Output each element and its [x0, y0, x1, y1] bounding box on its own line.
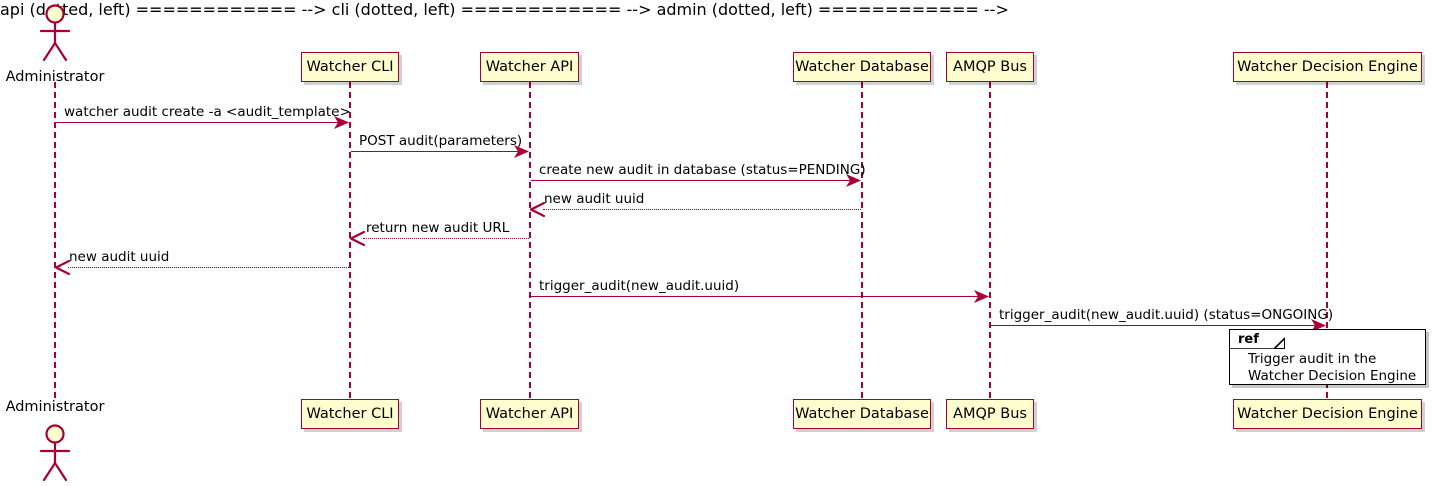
ref-fragment-tab	[1230, 330, 1285, 349]
arrowhead-3	[846, 173, 862, 192]
message-arrow-2	[351, 151, 521, 152]
lifeline-cli	[349, 82, 351, 398]
lifeline-amqp	[989, 82, 991, 398]
arrowhead-8	[1311, 318, 1327, 337]
message-arrow-7	[531, 296, 981, 297]
participant-amqp-bus-bottom[interactable]: AMQP Bus	[946, 399, 1034, 429]
ref-fragment-tab-label: ref	[1238, 332, 1259, 347]
participant-watcher-decision-engine-bottom[interactable]: Watcher Decision Engine	[1233, 399, 1422, 429]
message-label-7: trigger_audit(new_audit.uuid)	[539, 278, 740, 294]
arrowhead-5	[349, 230, 366, 250]
message-arrow-3	[531, 180, 853, 181]
participant-amqp-bus-top[interactable]: AMQP Bus	[946, 52, 1034, 82]
participant-label: Watcher API	[485, 406, 574, 422]
participant-label: AMQP Bus	[953, 406, 1027, 422]
arrowhead-1	[334, 115, 350, 134]
participant-watcher-database-top[interactable]: Watcher Database	[793, 52, 931, 82]
actor-administrator-top-label: Administrator	[5, 69, 105, 85]
lifeline-api	[529, 82, 531, 398]
message-arrow-6	[68, 267, 349, 268]
participant-label: Watcher Database	[795, 406, 929, 422]
actor-administrator-bottom-figure	[26, 422, 86, 486]
message-arrow-1	[56, 122, 341, 123]
participant-label: Watcher Decision Engine	[1237, 406, 1418, 422]
message-arrow-4	[543, 209, 861, 210]
message-label-3: create new audit in database (status=PEN…	[539, 162, 866, 178]
ref-fragment: ref Trigger audit in the Watcher Decisio…	[1229, 329, 1426, 385]
participant-watcher-api-top[interactable]: Watcher API	[480, 52, 579, 82]
participant-label: Watcher Decision Engine	[1237, 59, 1418, 75]
message-label-2: POST audit(parameters)	[359, 133, 523, 149]
arrowhead-7	[974, 289, 990, 308]
participant-label: Watcher Database	[795, 59, 929, 75]
participant-watcher-cli-top[interactable]: Watcher CLI	[301, 52, 399, 82]
lifeline-admin	[54, 82, 56, 398]
ref-fragment-line-2: Watcher Decision Engine	[1248, 368, 1417, 384]
ref-fragment-line-1: Trigger audit in the	[1248, 351, 1377, 367]
message-label-5: return new audit URL	[366, 220, 510, 236]
message-arrow-5	[363, 238, 529, 239]
message-label-6: new audit uuid	[69, 249, 170, 265]
message-label-1: watcher audit create -a <audit_template>	[64, 104, 351, 120]
arrowhead-2	[514, 144, 530, 163]
arrowhead-4	[529, 201, 546, 221]
participant-label: Watcher CLI	[306, 59, 394, 75]
lifeline-db	[861, 82, 863, 398]
actor-administrator-top-figure	[26, 2, 86, 68]
participant-label: AMQP Bus	[953, 59, 1027, 75]
participant-watcher-database-bottom[interactable]: Watcher Database	[793, 399, 931, 429]
actor-administrator-bottom-label: Administrator	[5, 399, 105, 415]
message-label-4: new audit uuid	[544, 191, 645, 207]
message-arrow-8	[991, 325, 1318, 326]
participant-watcher-cli-bottom[interactable]: Watcher CLI	[301, 399, 399, 429]
participant-label: Watcher API	[485, 59, 574, 75]
message-label-8: trigger_audit(new_audit.uuid) (status=ON…	[999, 307, 1334, 323]
lifeline-de	[1326, 82, 1328, 398]
participant-watcher-decision-engine-top[interactable]: Watcher Decision Engine	[1233, 52, 1422, 82]
participant-watcher-api-bottom[interactable]: Watcher API	[480, 399, 579, 429]
arrowhead-6	[54, 259, 71, 279]
participant-label: Watcher CLI	[306, 406, 394, 422]
